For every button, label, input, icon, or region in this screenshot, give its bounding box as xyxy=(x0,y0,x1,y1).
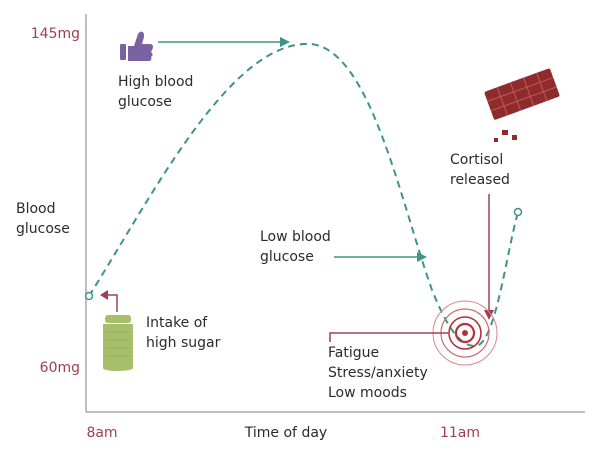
y-tick-bottom: 60mg xyxy=(40,360,80,376)
curve-start-point xyxy=(84,291,94,301)
cortisol-label-line1: Cortisol xyxy=(450,152,503,168)
low-label-line2: glucose xyxy=(260,249,314,265)
low-arrow-head xyxy=(417,252,427,262)
cortisol-arrow-head xyxy=(484,310,494,320)
effects-label-stress: Stress/anxiety xyxy=(328,365,428,381)
curve-end-point xyxy=(513,207,523,217)
intake-label-line1: Intake of xyxy=(146,315,208,331)
effects-bracket xyxy=(329,332,448,342)
high-label-line1: High blood xyxy=(118,74,193,90)
intake-arrow-line xyxy=(108,294,118,312)
effects-label-fatigue: Fatigue xyxy=(328,345,379,361)
chocolate-bar-icon xyxy=(484,68,560,120)
sugar-jar-icon xyxy=(103,315,133,371)
y-axis-label-line1: Blood xyxy=(16,201,56,217)
thumbs-up-icon xyxy=(120,31,154,61)
high-label-line2: glucose xyxy=(118,94,172,110)
y-tick-top: 145mg xyxy=(31,26,80,42)
low-label-line1: Low blood xyxy=(260,229,331,245)
intake-arrow-head xyxy=(100,290,108,300)
x-tick-end: 11am xyxy=(440,425,480,441)
chocolate-crumbs xyxy=(494,130,517,142)
y-axis-label-line2: glucose xyxy=(16,221,70,237)
high-arrow-head xyxy=(280,37,290,47)
effects-label-moods: Low moods xyxy=(328,385,407,401)
cortisol-label-line2: released xyxy=(450,172,510,188)
x-axis-label: Time of day xyxy=(244,425,327,441)
intake-label-line2: high sugar xyxy=(146,335,221,351)
x-tick-start: 8am xyxy=(86,425,117,441)
